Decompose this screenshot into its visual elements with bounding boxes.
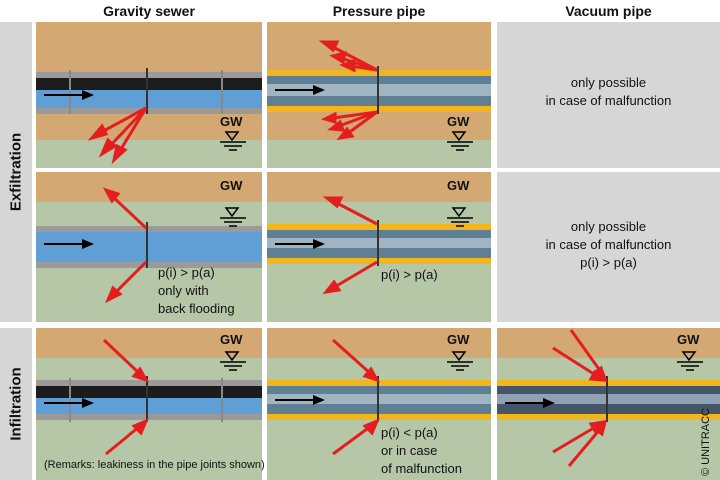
panel-exfil-pressure: GW	[267, 22, 491, 168]
copyright-text: © UNITRACC	[700, 408, 712, 476]
note-exfil-pressure-gw: p(i) > p(a)	[381, 267, 438, 282]
exfil-pressure-drawing	[267, 22, 491, 168]
panel-infil-vacuum: GW	[497, 328, 720, 480]
groundwater-icon	[220, 131, 246, 151]
exfil-pressure-gw-drawing	[267, 172, 491, 322]
panel-infil-pressure: GW p(i) < p(a) or in case of malfunction	[267, 328, 491, 480]
groundwater-icon	[447, 131, 473, 151]
header-pressure-pipe: Pressure pipe	[332, 3, 426, 19]
panel-exfil-gravity: GW	[36, 22, 262, 168]
note-exfil-gravity-flood: p(i) > p(a) only with back flooding	[158, 265, 235, 316]
gw-label: GW	[447, 178, 470, 193]
infil-vacuum-drawing	[497, 328, 720, 480]
gw-label: GW	[220, 114, 243, 129]
note-exfil-vacuum-gw: only possible in case of malfunction p(i…	[545, 219, 672, 270]
exfil-gravity-drawing	[36, 22, 262, 168]
note-exfil-vacuum: only possible in case of malfunction	[545, 75, 672, 108]
exfil-gravity-flood-drawing	[36, 172, 262, 322]
gw-label: GW	[220, 332, 243, 347]
header-gravity-sewer: Gravity sewer	[103, 3, 195, 19]
gw-label: GW	[677, 332, 700, 347]
panel-exfil-vacuum: only possible in case of malfunction	[497, 22, 720, 168]
infil-pressure-drawing	[267, 328, 491, 480]
note-infil-pressure: p(i) < p(a) or in case of malfunction	[381, 425, 462, 476]
gw-label: GW	[220, 178, 243, 193]
infiltration-label: Infiltration	[7, 367, 25, 441]
panel-infil-gravity: GW	[36, 328, 262, 480]
header-vacuum-pipe: Vacuum pipe	[565, 3, 652, 19]
exfiltration-label: Exfiltration	[7, 132, 25, 212]
panel-exfil-gravity-flood: GW p(i) > p(a) only with back flooding	[36, 172, 262, 322]
panel-exfil-pressure-gw: GW p(i) > p(a)	[267, 172, 491, 322]
panel-exfil-vacuum-gw: only possible in case of malfunction p(i…	[497, 172, 720, 322]
remark-note: (Remarks: leakiness in the pipe joints s…	[44, 459, 265, 471]
row-label-exfiltration: Exfiltration	[0, 22, 32, 322]
gw-label: GW	[447, 332, 470, 347]
exfil-gravity-arrows	[87, 106, 148, 165]
row-label-infiltration: Infiltration	[0, 328, 32, 480]
gw-label: GW	[447, 114, 470, 129]
infil-gravity-drawing	[36, 328, 262, 480]
